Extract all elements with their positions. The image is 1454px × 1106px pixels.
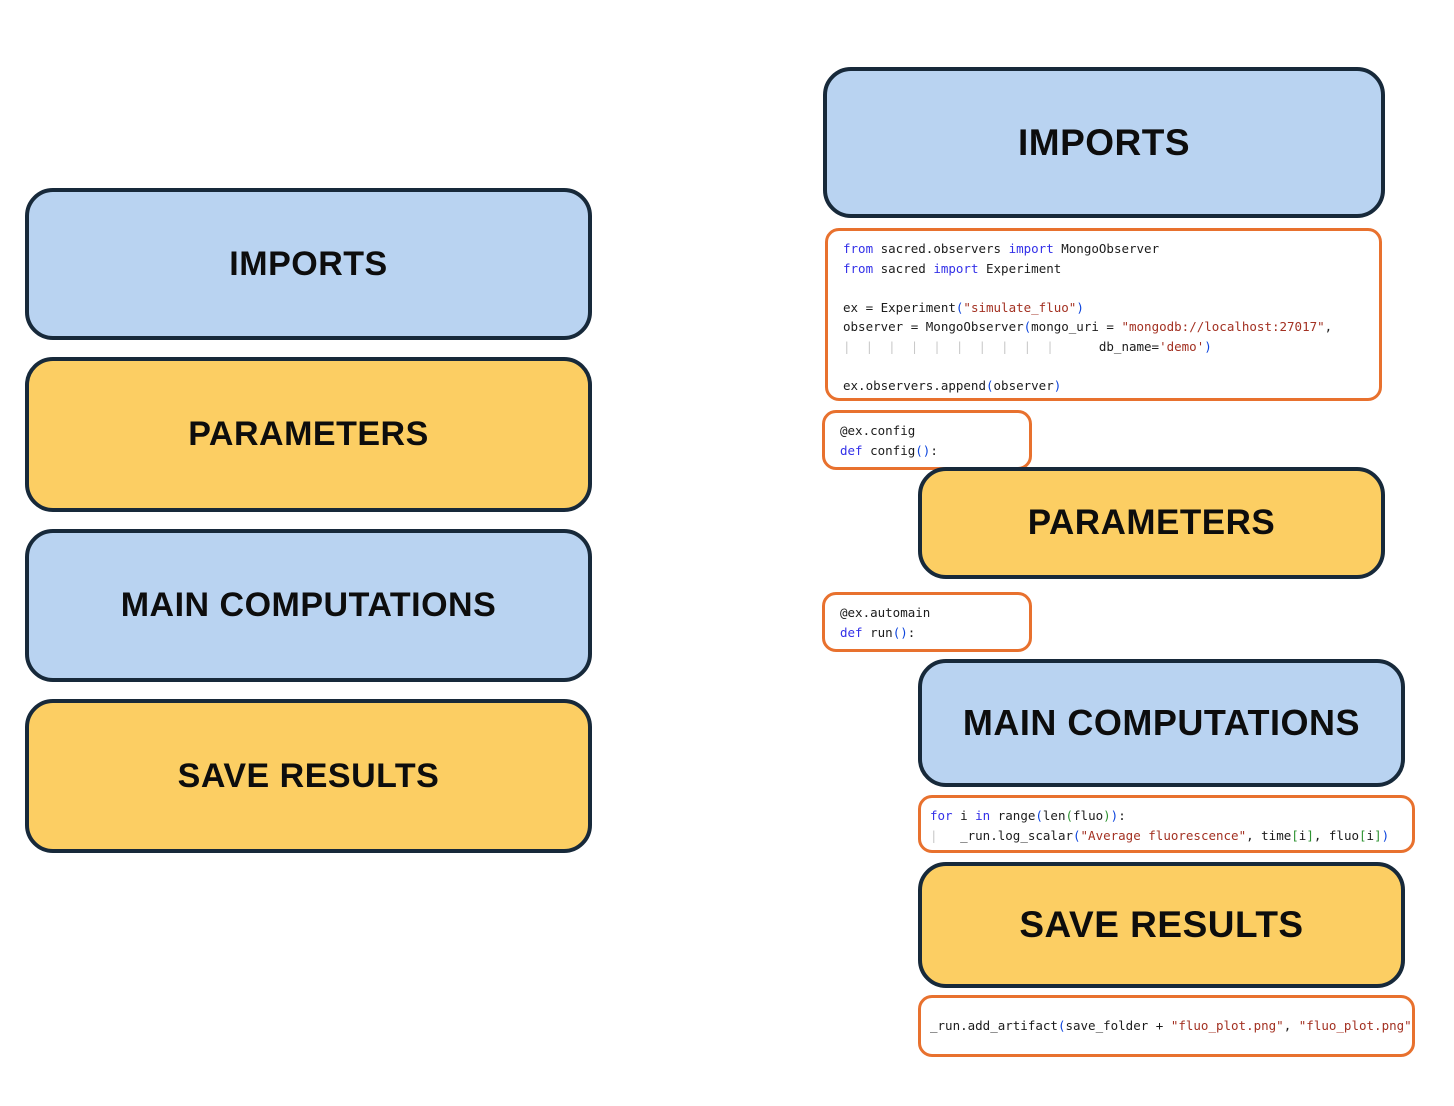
code-snippet-imports-setup: from sacred.observers import MongoObserv… — [825, 228, 1382, 401]
code-snippet-add-artifact: _run.add_artifact(save_folder + "fluo_pl… — [918, 995, 1415, 1057]
section-header-imports-label: IMPORTS — [1017, 121, 1191, 163]
section-header-save-results-label: SAVE RESULTS — [1019, 904, 1304, 945]
flow-box-save-results: SAVE RESULTS — [25, 699, 592, 853]
flow-box-main-computations: MAIN COMPUTATIONS — [25, 529, 592, 682]
section-header-parameters: PARAMETERS — [918, 467, 1385, 579]
code-snippet-log-loop: for i in range(len(fluo)):| _run.log_sca… — [918, 795, 1415, 853]
flow-box-imports: IMPORTS — [25, 188, 592, 340]
section-header-main-computations: MAIN COMPUTATIONS — [918, 659, 1405, 787]
flow-box-save-results-label: SAVE RESULTS — [177, 756, 440, 795]
section-header-main-computations-label: MAIN COMPUTATIONS — [962, 702, 1361, 743]
flow-box-main-computations-label: MAIN COMPUTATIONS — [120, 586, 497, 624]
flow-box-imports-label: IMPORTS — [229, 244, 388, 283]
section-header-parameters-label: PARAMETERS — [1027, 503, 1276, 542]
section-header-imports: IMPORTS — [823, 67, 1385, 218]
section-header-save-results: SAVE RESULTS — [918, 862, 1405, 988]
flow-box-parameters-label: PARAMETERS — [188, 415, 429, 453]
flow-box-parameters: PARAMETERS — [25, 357, 592, 512]
